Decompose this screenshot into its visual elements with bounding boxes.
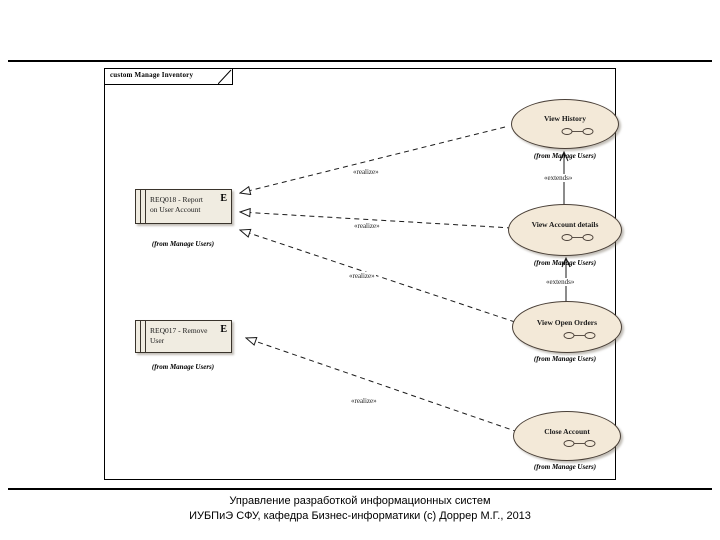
slide-caption: Управление разработкой информационных си… (0, 494, 720, 524)
requirement-req017-title: REQ017 - Remove User (150, 326, 208, 345)
usecase-view-open-orders[interactable]: View Open Orders (512, 301, 622, 353)
requirement-req018-from: (from Manage Users) (151, 240, 215, 248)
slide-bottom-rule (8, 488, 712, 490)
usecase-view-open-orders-label: View Open Orders (536, 318, 598, 327)
usecase-view-account-details-from: (from Manage Users) (533, 259, 597, 267)
usecase-close-account-from: (from Manage Users) (533, 463, 597, 471)
requirement-req018[interactable]: REQ018 - Report on User Account E (135, 189, 232, 224)
connector-label-realize-1: «realize» (352, 168, 380, 176)
requirement-req017-from: (from Manage Users) (151, 363, 215, 371)
requirement-req017[interactable]: REQ017 - Remove User E (135, 320, 232, 353)
package-tab-label: custom Manage Inventory (110, 71, 194, 79)
usecase-view-history-label: View History (543, 114, 586, 123)
usecase-link-glyph-icon (563, 440, 596, 447)
requirement-req018-badge: E (220, 193, 227, 204)
caption-line-2: ИУБПиЭ СФУ, кафедра Бизнес-информатики (… (189, 510, 531, 522)
requirement-spine-icon (136, 321, 146, 352)
usecase-view-account-details[interactable]: View Account details (508, 204, 622, 256)
usecase-view-open-orders-from: (from Manage Users) (533, 355, 597, 363)
usecase-close-account[interactable]: Close Account (513, 411, 621, 461)
connector-label-realize-2: «realize» (353, 222, 381, 230)
usecase-link-glyph-icon (561, 128, 594, 135)
usecase-view-history[interactable]: View History (511, 99, 619, 149)
requirement-spine-icon (136, 190, 146, 223)
connector-label-extends-2: «extends» (545, 278, 576, 286)
usecase-close-account-label: Close Account (544, 427, 590, 436)
connector-label-extends-1: «extends» (543, 174, 574, 182)
caption-line-1: Управление разработкой информационных си… (229, 495, 491, 507)
usecase-link-glyph-icon (561, 234, 594, 241)
usecase-link-glyph-icon (563, 332, 596, 339)
connector-label-realize-4: «realize» (350, 397, 378, 405)
connector-label-realize-3: «realize» (348, 272, 376, 280)
slide-top-rule (8, 60, 712, 62)
usecase-view-account-details-label: View Account details (531, 220, 599, 229)
usecase-view-history-from: (from Manage Users) (533, 152, 597, 160)
requirement-req018-title: REQ018 - Report on User Account (150, 195, 203, 214)
package-tab-corner-icon (218, 69, 232, 84)
requirement-req017-badge: E (220, 324, 227, 335)
package-tab (105, 69, 233, 85)
